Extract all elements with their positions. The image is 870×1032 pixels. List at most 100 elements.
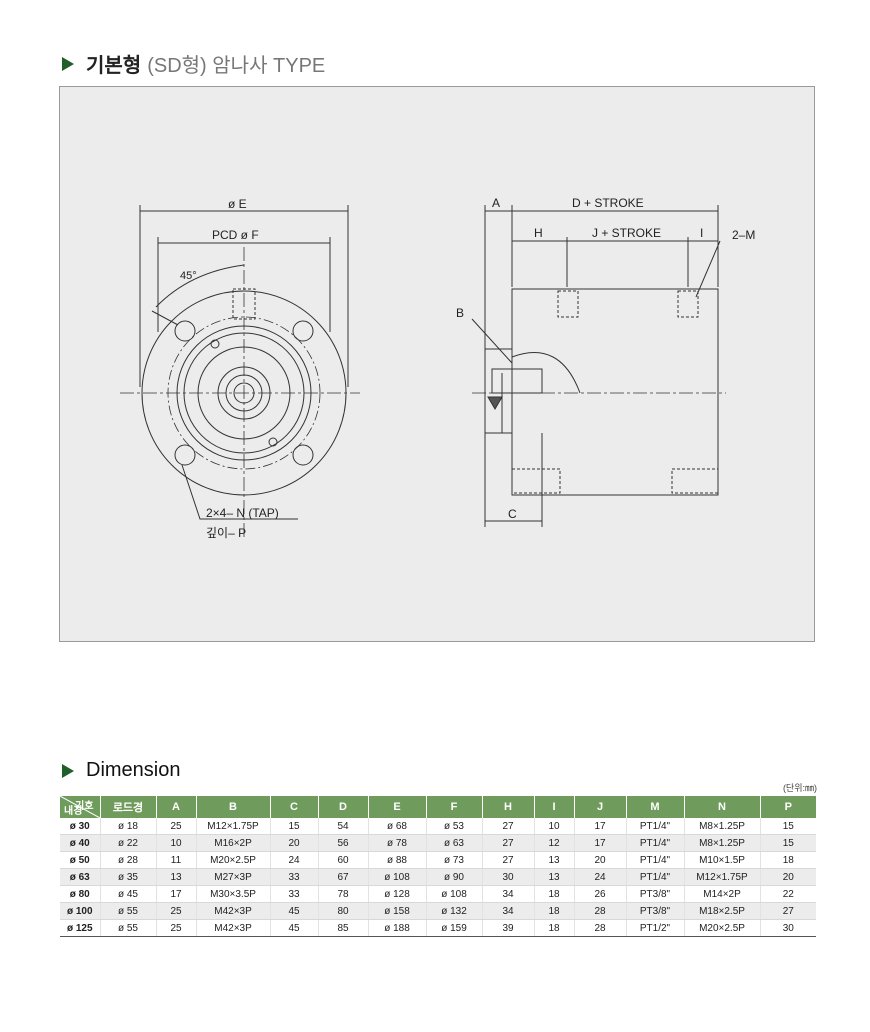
table-cell: ø 108 bbox=[426, 885, 483, 903]
table-cell: 17 bbox=[156, 885, 197, 903]
triangle-bullet-icon bbox=[62, 763, 74, 778]
section-title-dimension: Dimension bbox=[62, 759, 180, 782]
table-cell: 78 bbox=[318, 885, 369, 903]
section-title-bold: 기본형 bbox=[86, 55, 142, 77]
label-pcd: PCD ø F bbox=[212, 228, 259, 242]
table-cell: M27×3P bbox=[196, 868, 271, 886]
drawing-svg: ø E PCD ø F 45° 2×4– N (TAP) 깊이– P A D +… bbox=[120, 196, 755, 540]
table-cell: M30×3.5P bbox=[196, 885, 271, 903]
table-cell: 33 bbox=[270, 885, 319, 903]
table-cell: PT3/8" bbox=[626, 902, 685, 920]
table-cell: M10×1.5P bbox=[684, 851, 761, 869]
table-cell: ø 45 bbox=[100, 885, 157, 903]
table-cell: M16×2P bbox=[196, 834, 271, 852]
label-phi-e: ø E bbox=[228, 197, 247, 211]
label-h: H bbox=[534, 226, 543, 240]
table-cell: 12 bbox=[534, 834, 575, 852]
table-cell: 25 bbox=[156, 919, 197, 937]
table-cell: M12×1.75P bbox=[196, 818, 271, 835]
table-cell: ø 188 bbox=[368, 919, 427, 937]
table-cell: M8×1.25P bbox=[684, 818, 761, 835]
table-cell: ø 63 bbox=[426, 834, 483, 852]
table-cell: 56 bbox=[318, 834, 369, 852]
label-b: B bbox=[456, 306, 464, 320]
bore-cell: ø 80 bbox=[60, 885, 101, 903]
table-cell: PT1/4" bbox=[626, 868, 685, 886]
label-c: C bbox=[508, 507, 517, 521]
table-cell: ø 108 bbox=[368, 868, 427, 886]
triangle-bullet-icon bbox=[62, 56, 74, 71]
section-title-rest: (SD형) 암나사 TYPE bbox=[147, 55, 326, 77]
header-corner-cell: 기호 내경 bbox=[60, 796, 101, 818]
table-cell: ø 55 bbox=[100, 902, 157, 920]
table-cell: 24 bbox=[574, 868, 627, 886]
table-cell: M14×2P bbox=[684, 885, 761, 903]
table-cell: 30 bbox=[760, 919, 816, 937]
label-depth-p: 깊이– P bbox=[206, 526, 246, 540]
column-header: E bbox=[368, 796, 427, 818]
table-cell: 45 bbox=[270, 902, 319, 920]
table-cell: 85 bbox=[318, 919, 369, 937]
corner-bottom-label: 내경 bbox=[64, 806, 83, 817]
column-header: 로드경 bbox=[100, 796, 157, 818]
table-cell: 33 bbox=[270, 868, 319, 886]
table-cell: 34 bbox=[482, 885, 535, 903]
table-cell: 13 bbox=[534, 868, 575, 886]
table-cell: 28 bbox=[574, 902, 627, 920]
table-cell: 60 bbox=[318, 851, 369, 869]
table-cell: 10 bbox=[534, 818, 575, 835]
table-cell: 54 bbox=[318, 818, 369, 835]
table-cell: 28 bbox=[574, 919, 627, 937]
column-header: N bbox=[684, 796, 761, 818]
table-cell: ø 22 bbox=[100, 834, 157, 852]
table-cell: 24 bbox=[270, 851, 319, 869]
section-title-basic-type: 기본형 (SD형) 암나사 TYPE bbox=[62, 49, 325, 78]
table-cell: ø 18 bbox=[100, 818, 157, 835]
table-cell: 39 bbox=[482, 919, 535, 937]
bore-cell: ø 50 bbox=[60, 851, 101, 869]
table-cell: 20 bbox=[574, 851, 627, 869]
technical-drawing: ø E PCD ø F 45° 2×4– N (TAP) 깊이– P A D +… bbox=[59, 86, 815, 642]
table-cell: 67 bbox=[318, 868, 369, 886]
column-header: M bbox=[626, 796, 685, 818]
table-cell: 20 bbox=[760, 868, 816, 886]
table-cell: 30 bbox=[482, 868, 535, 886]
table-cell: 80 bbox=[318, 902, 369, 920]
table-cell: 13 bbox=[534, 851, 575, 869]
table-cell: ø 28 bbox=[100, 851, 157, 869]
table-cell: ø 73 bbox=[426, 851, 483, 869]
table-cell: PT1/4" bbox=[626, 818, 685, 835]
table-cell: 34 bbox=[482, 902, 535, 920]
table-cell: 17 bbox=[574, 818, 627, 835]
table-cell: 27 bbox=[760, 902, 816, 920]
table-cell: PT1/4" bbox=[626, 851, 685, 869]
table-cell: 18 bbox=[534, 885, 575, 903]
table-cell: ø 35 bbox=[100, 868, 157, 886]
table-cell: 17 bbox=[574, 834, 627, 852]
table-cell: PT3/8" bbox=[626, 885, 685, 903]
table-cell: M8×1.25P bbox=[684, 834, 761, 852]
table-cell: 18 bbox=[760, 851, 816, 869]
table-cell: 25 bbox=[156, 818, 197, 835]
table-cell: 45 bbox=[270, 919, 319, 937]
column-header: B bbox=[196, 796, 271, 818]
label-n-tap: 2×4– N (TAP) bbox=[206, 506, 279, 520]
table-cell: 15 bbox=[760, 834, 816, 852]
table-cell: 18 bbox=[534, 919, 575, 937]
table-cell: 22 bbox=[760, 885, 816, 903]
table-cell: ø 53 bbox=[426, 818, 483, 835]
label-45deg: 45° bbox=[180, 270, 197, 282]
table-cell: M42×3P bbox=[196, 902, 271, 920]
column-header: D bbox=[318, 796, 369, 818]
table-cell: 26 bbox=[574, 885, 627, 903]
label-2-m: 2–M bbox=[732, 228, 755, 242]
bore-cell: ø 63 bbox=[60, 868, 101, 886]
dimension-title: Dimension bbox=[86, 759, 181, 781]
table-cell: ø 68 bbox=[368, 818, 427, 835]
